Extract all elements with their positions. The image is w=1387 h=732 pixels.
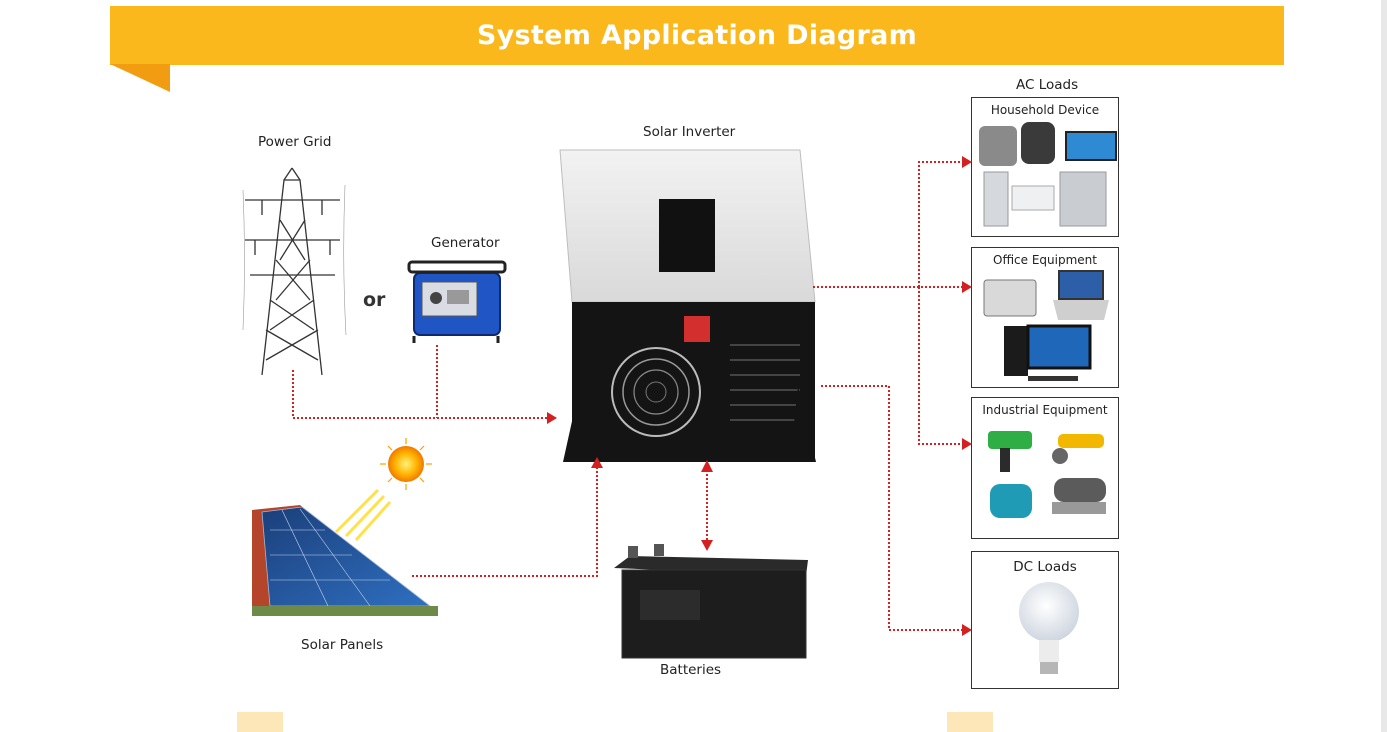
generator-label: Generator bbox=[431, 235, 500, 251]
connector-lines bbox=[292, 161, 963, 631]
page-edge-stripe bbox=[1381, 0, 1387, 732]
office-equipment-icons bbox=[983, 270, 1109, 381]
household-device-title: Household Device bbox=[990, 103, 1100, 117]
page-title: System Application Diagram bbox=[476, 20, 918, 51]
dc-loads-title: DC Loads bbox=[1013, 559, 1077, 575]
solar-panels-label: Solar Panels bbox=[301, 637, 384, 653]
footer-marker-right bbox=[947, 712, 993, 732]
or-label: or bbox=[363, 289, 386, 311]
inverter-label: Solar Inverter bbox=[643, 124, 736, 140]
industrial-equipment-icons bbox=[988, 431, 1106, 518]
light-bulb-icon bbox=[1019, 582, 1079, 674]
power-tower-icon bbox=[242, 167, 347, 376]
battery-icon bbox=[614, 544, 808, 659]
generator-icon bbox=[407, 260, 507, 343]
inverter-icon bbox=[559, 149, 816, 462]
arrow-heads bbox=[547, 156, 972, 636]
title-banner: System Application Diagram bbox=[110, 6, 1284, 65]
household-appliance-icons bbox=[979, 122, 1117, 227]
industrial-equipment-title: Industrial Equipment bbox=[982, 403, 1108, 417]
solar-panel-house-icon bbox=[252, 505, 438, 616]
ac-loads-label: AC Loads bbox=[1016, 77, 1079, 93]
power-grid-label: Power Grid bbox=[258, 134, 332, 150]
office-equipment-title: Office Equipment bbox=[993, 253, 1097, 267]
sun-icon bbox=[334, 438, 432, 542]
batteries-label: Batteries bbox=[660, 662, 722, 678]
footer-marker-left bbox=[237, 712, 283, 732]
